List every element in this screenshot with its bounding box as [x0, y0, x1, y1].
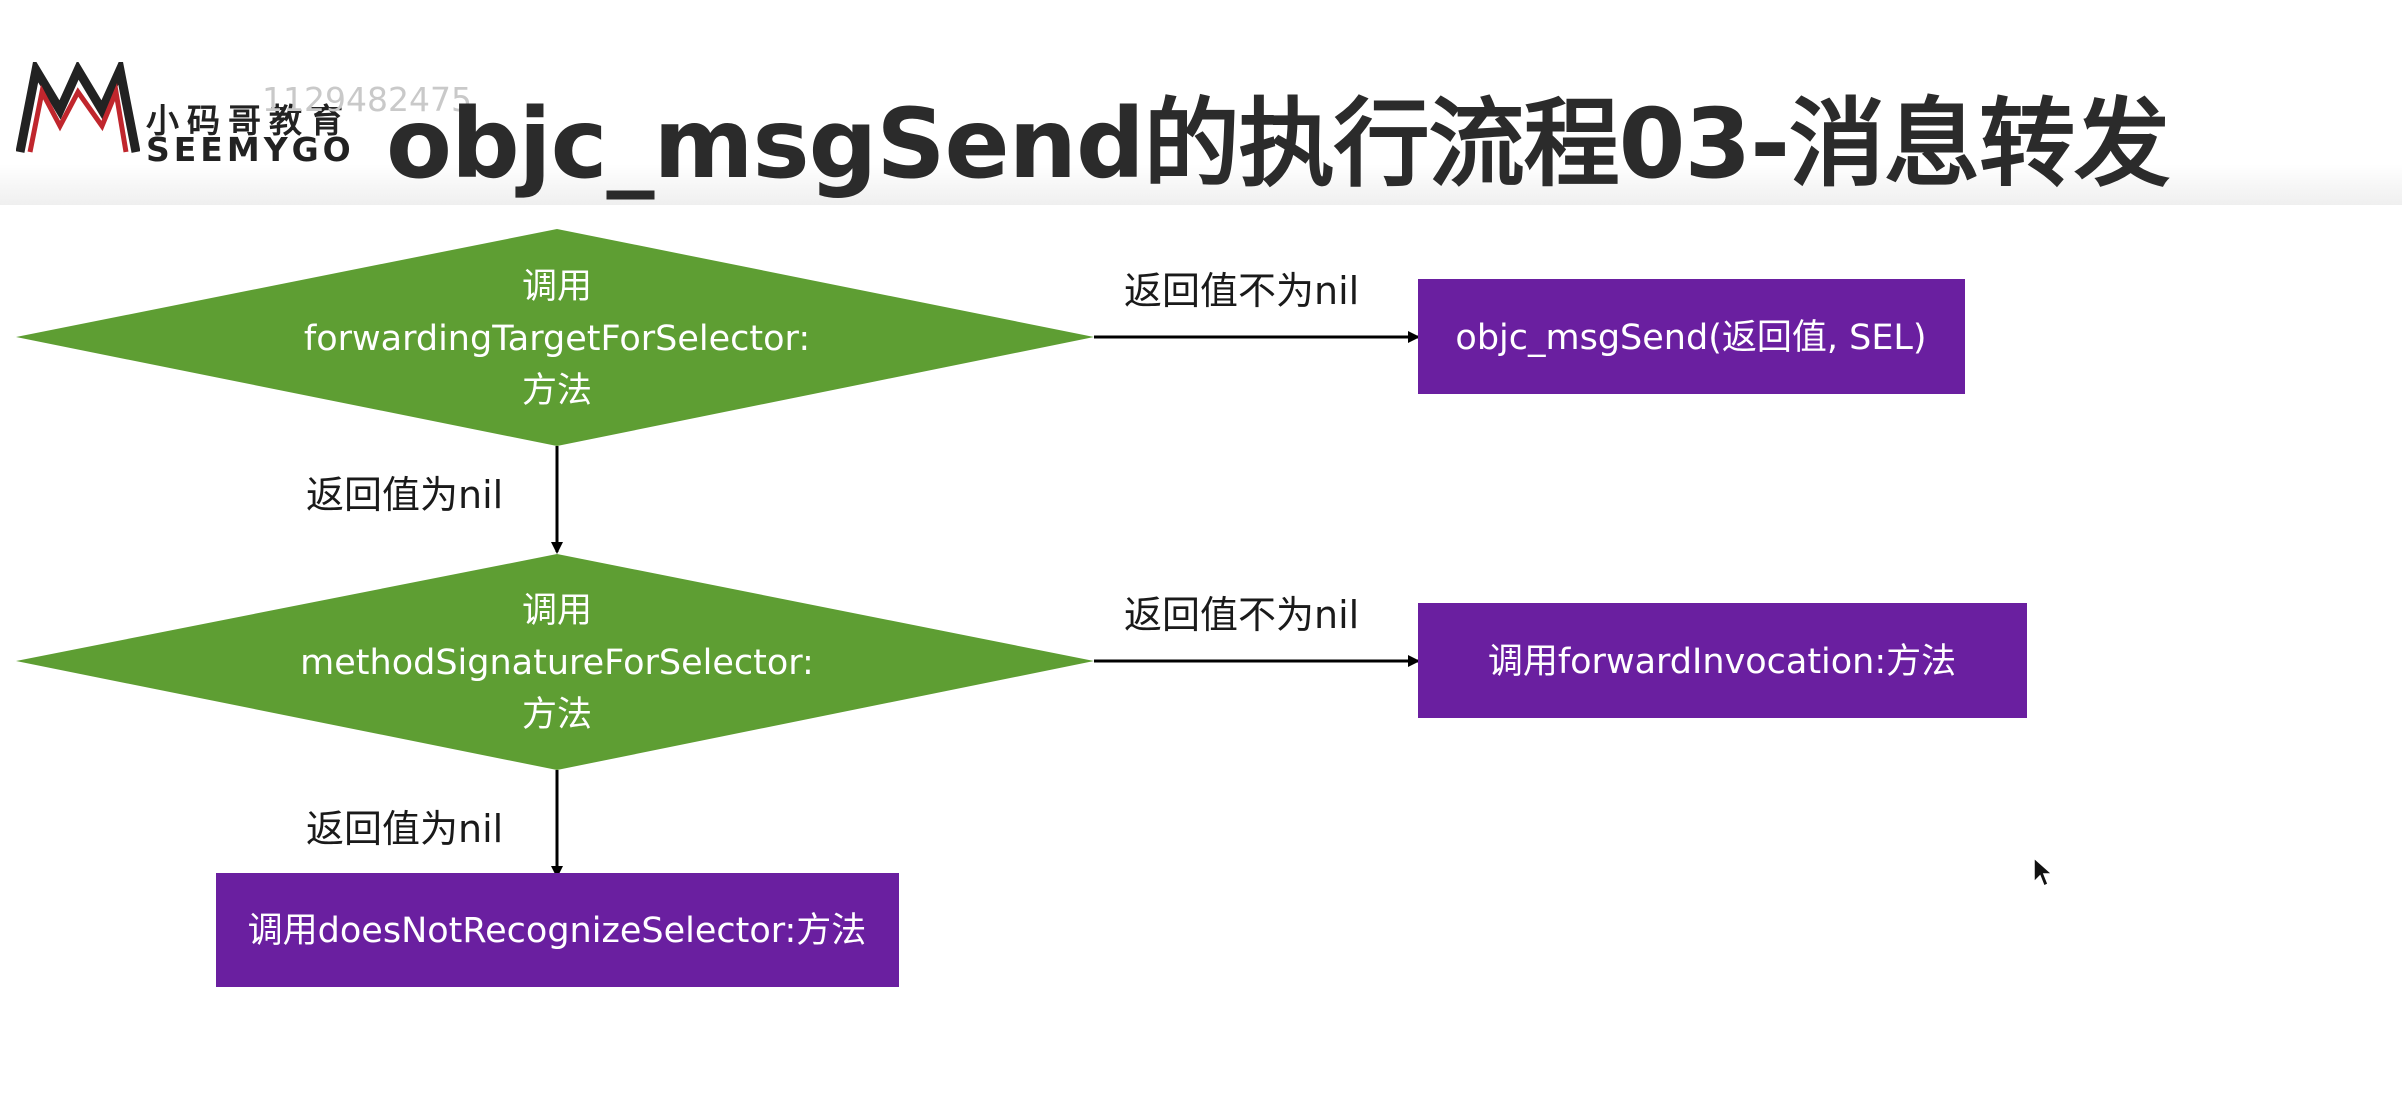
- edge-label-d2-p2: 返回值不为nil: [1124, 593, 1359, 637]
- decision-forwarding-target-line-1: 调用: [522, 267, 592, 307]
- process-objc-msgsend: [1418, 279, 1965, 394]
- process-objc-msgsend-label: objc_msgSend(返回值, SEL): [1455, 318, 1926, 358]
- seemygo-logo-icon: [16, 62, 140, 153]
- process-forward-invocation-label: 调用forwardInvocation:方法: [1488, 642, 1956, 682]
- slide-header: 小码哥教育 SEEMYGO 1129482475 objc_msgSend的执行…: [0, 0, 2402, 205]
- mouse-pointer-icon: [2033, 856, 2054, 888]
- decision-method-signature: [16, 554, 1094, 770]
- decision-forwarding-target-line-2: forwardingTargetForSelector:: [304, 319, 810, 359]
- edge-label-d1-d2: 返回值为nil: [306, 473, 503, 517]
- page-title: objc_msgSend的执行流程03-消息转发: [386, 88, 2170, 200]
- decision-method-signature-line-3: 方法: [522, 695, 592, 735]
- logo-chinese-text: 小码哥教育: [146, 101, 351, 140]
- process-does-not-recognize-label: 调用doesNotRecognizeSelector:方法: [248, 911, 867, 951]
- decision-method-signature-line-1: 调用: [522, 591, 592, 631]
- watermark: 1129482475: [262, 80, 472, 119]
- process-forward-invocation: [1418, 603, 2027, 718]
- edge-label-d1-p1: 返回值不为nil: [1124, 269, 1359, 313]
- process-does-not-recognize: [216, 873, 899, 987]
- decision-forwarding-target: [16, 229, 1094, 446]
- logo-english-text: SEEMYGO: [146, 130, 355, 169]
- edge-label-d2-p3: 返回值为nil: [306, 807, 503, 851]
- decision-method-signature-line-2: methodSignatureForSelector:: [300, 643, 814, 683]
- decision-forwarding-target-line-3: 方法: [522, 371, 592, 411]
